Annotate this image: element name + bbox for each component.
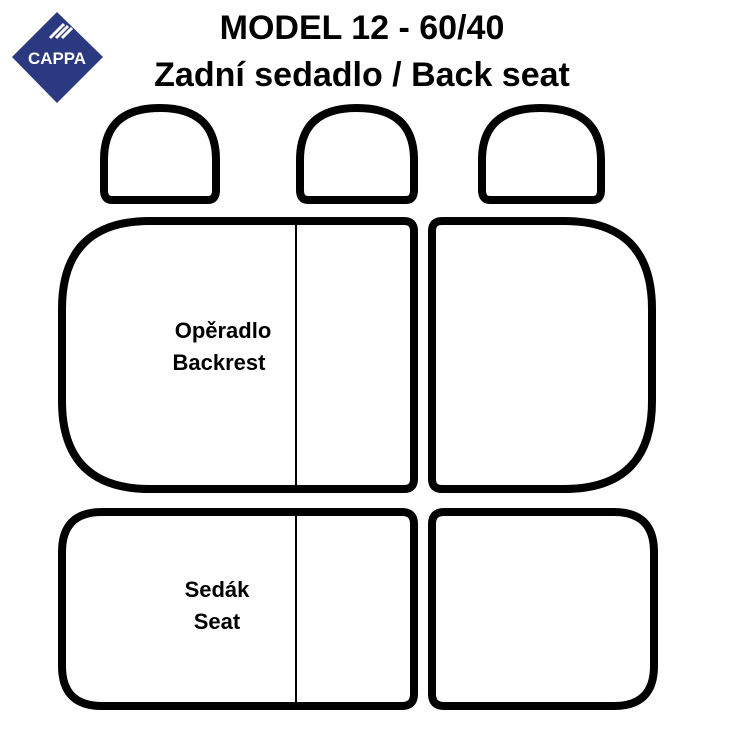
cappa-logo: CAPPA [12, 12, 103, 103]
title-line-2: Zadní sedadlo / Back seat [154, 56, 570, 94]
seat-label-en: Seat [194, 609, 241, 634]
seat-right-40 [428, 508, 658, 710]
seat-label-cz: Sedák [185, 577, 251, 602]
headrest-center [296, 104, 418, 204]
backrest-left-60 [58, 217, 418, 493]
svg-text:CAPPA: CAPPA [28, 49, 86, 68]
title-line-1: MODEL 12 - 60/40 [220, 9, 505, 47]
backrest-right-40 [428, 217, 656, 493]
seat-left-60 [58, 508, 418, 710]
headrest-left [100, 104, 220, 204]
backrest-label-en: Backrest [173, 350, 267, 375]
headrest-right [478, 104, 605, 204]
backrest-label-cz: Opěradlo [175, 318, 272, 343]
